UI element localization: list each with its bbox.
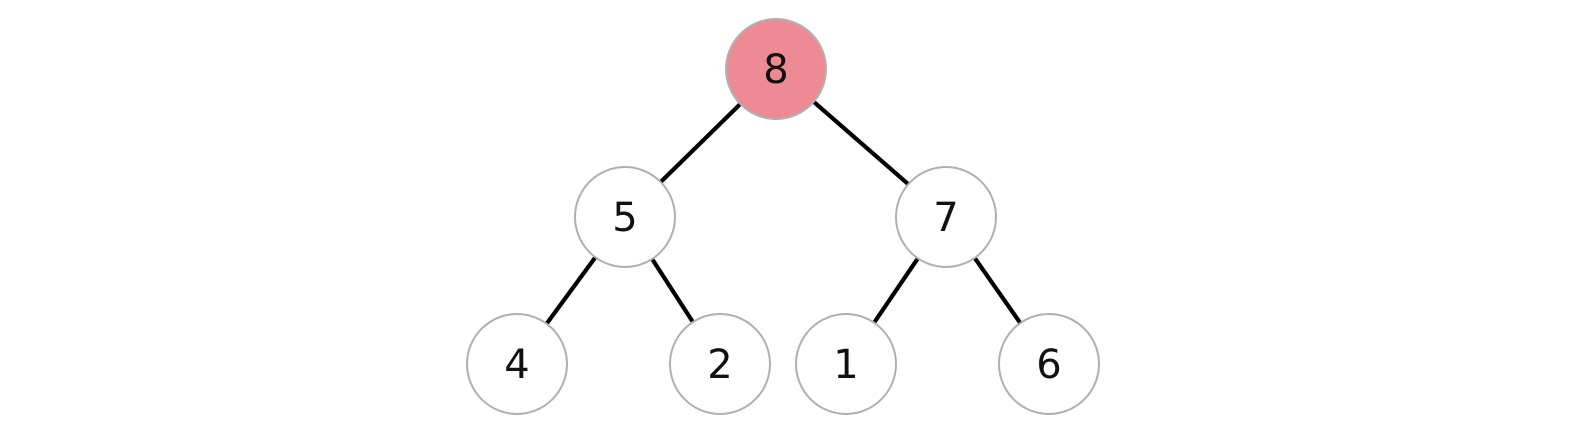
nodes-layer: 8 5 7 4 2 1 6 <box>466 18 1100 415</box>
tree-edge-5-4 <box>544 256 598 325</box>
tree-node-1[interactable]: 1 <box>795 313 897 415</box>
tree-edge-7-6 <box>972 256 1023 325</box>
node-label-8: 8 <box>763 47 788 93</box>
node-label-5: 5 <box>612 195 637 241</box>
node-label-2: 2 <box>707 342 732 388</box>
node-label-1: 1 <box>833 342 858 388</box>
node-circle[interactable] <box>669 313 771 415</box>
tree-node-7[interactable]: 7 <box>895 166 997 268</box>
node-circle[interactable] <box>795 313 897 415</box>
node-circle[interactable] <box>998 313 1100 415</box>
edges-layer <box>544 100 1023 325</box>
tree-node-2[interactable]: 2 <box>669 313 771 415</box>
tree-node-6[interactable]: 6 <box>998 313 1100 415</box>
tree-edge-8-7 <box>812 100 910 186</box>
tree-node-8[interactable]: 8 <box>725 18 827 120</box>
tree-node-5[interactable]: 5 <box>574 166 676 268</box>
node-label-6: 6 <box>1036 342 1061 388</box>
tree-node-4[interactable]: 4 <box>466 313 568 415</box>
tree-edge-8-5 <box>659 102 742 184</box>
node-label-7: 7 <box>933 195 958 241</box>
node-circle-highlighted[interactable] <box>725 18 827 120</box>
node-circle[interactable] <box>574 166 676 268</box>
node-label-4: 4 <box>504 342 529 388</box>
node-circle[interactable] <box>466 313 568 415</box>
node-circle[interactable] <box>895 166 997 268</box>
tree-edge-7-1 <box>872 257 920 324</box>
tree-edge-5-2 <box>650 257 695 324</box>
